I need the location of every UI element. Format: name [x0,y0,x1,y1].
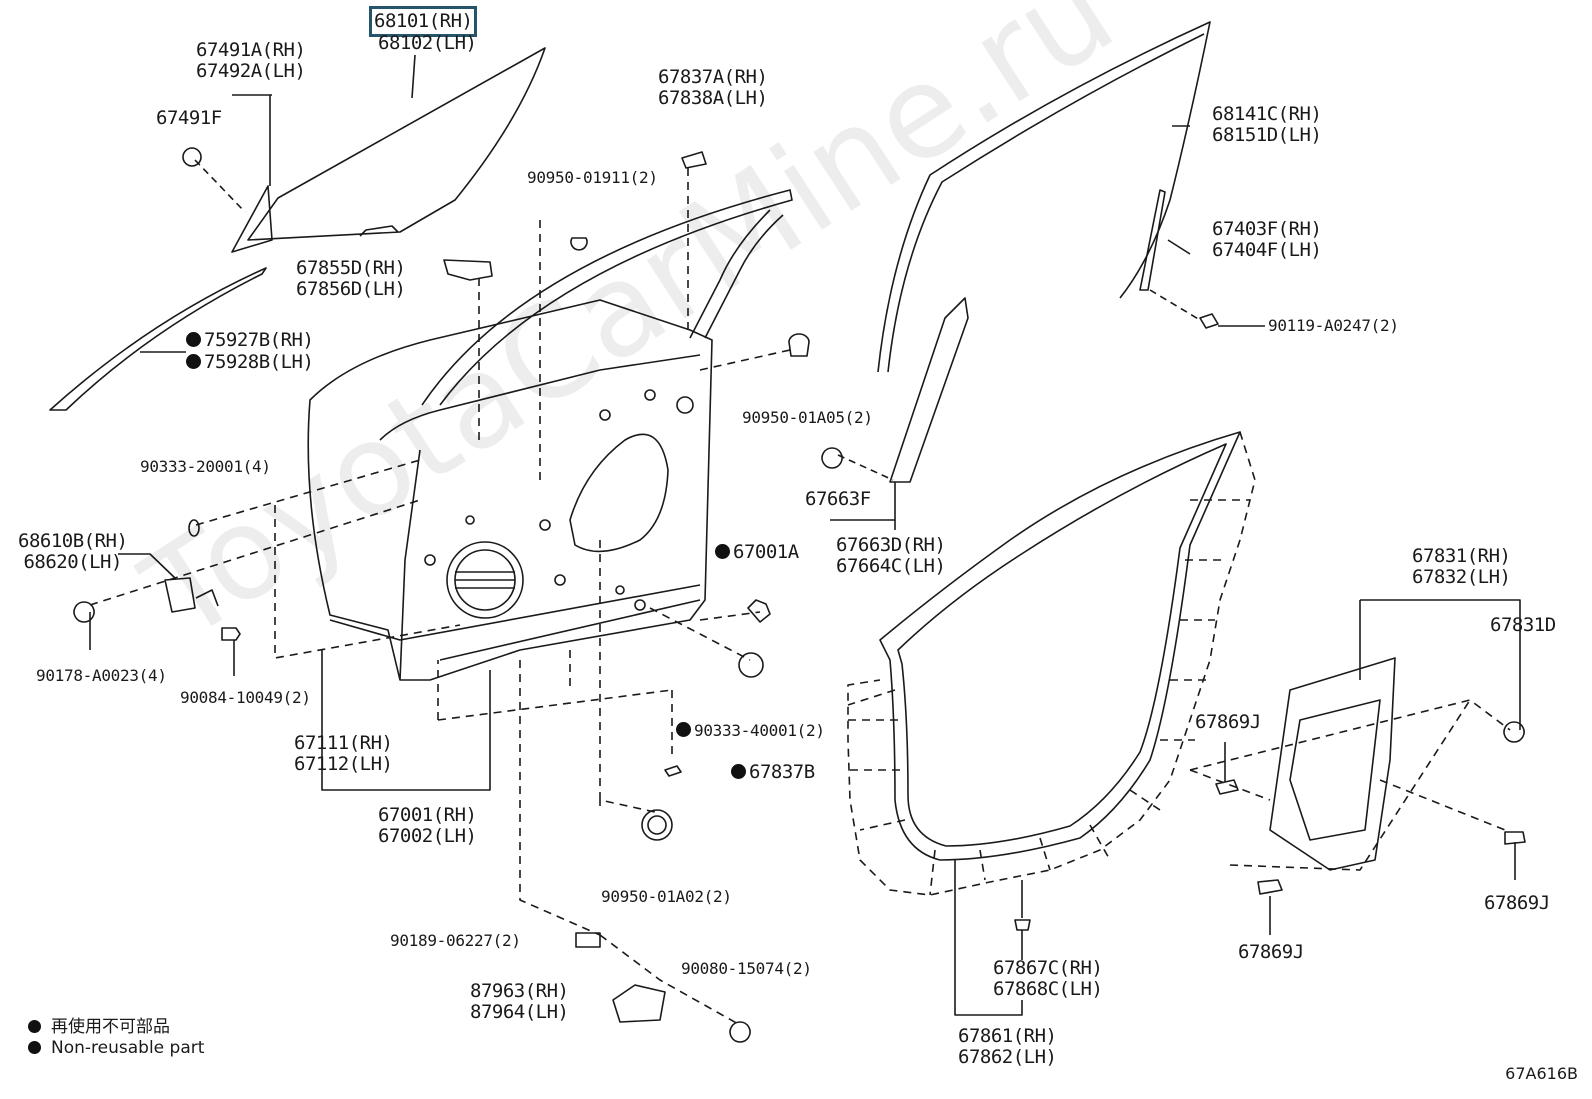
part-label-90950-01a05[interactable]: 90950-01A05(2) [742,408,873,427]
part-label-67001[interactable]: 67001(RH) 67002(LH) [378,804,477,847]
part-label-68102-lh[interactable]: 68102(LH) [378,32,477,54]
belt-moulding [49,267,267,411]
non-reusable-dot-icon [186,332,201,347]
part-label-90950-01a02[interactable]: 90950-01A02(2) [601,887,732,906]
part-label-67001a[interactable]: 67001A [715,542,799,563]
part-label-67869j-bottom[interactable]: 67869J [1238,941,1304,963]
part-label-68141c[interactable]: 68141C(RH) 68151D(LH) [1212,103,1322,146]
part-label-67663f[interactable]: 67663F [805,488,871,510]
non-reusable-dot-icon [676,722,691,737]
part-label-87963[interactable]: 87963(RH) 87964(LH) [470,980,569,1023]
part-label-67831[interactable]: 67831(RH) 67832(LH) [1412,545,1511,588]
part-label-75927b[interactable]: 75927B(RH) [186,330,314,351]
part-label-90080-15074[interactable]: 90080-15074(2) [681,959,812,978]
legend-dot-icon [28,1041,41,1054]
door-panel [307,299,713,681]
run-channel [877,21,1211,373]
part-label-90950-01911[interactable]: 90950-01911(2) [527,168,658,187]
figure-id: 67A616B [1505,1064,1578,1083]
part-label-67837a[interactable]: 67837A(RH) 67838A(LH) [658,66,768,109]
part-label-67111[interactable]: 67111(RH) 67112(LH) [294,732,393,775]
non-reusable-dot-icon [715,544,730,559]
non-reusable-dot-icon [731,764,746,779]
part-label-75928b[interactable]: 75928B(LH) [186,352,314,373]
part-label-67867c[interactable]: 67867C(RH) 67868C(LH) [993,957,1103,1000]
part-label-90084-10049[interactable]: 90084-10049(2) [180,688,311,707]
door-glass [247,47,546,241]
pillar-garnish [889,297,969,483]
part-label-67869j-right[interactable]: 67869J [1484,892,1550,914]
part-label-67855d[interactable]: 67855D(RH) 67856D(LH) [296,257,406,300]
weatherstrip [879,431,1241,861]
part-label-67663d[interactable]: 67663D(RH) 67664C(LH) [836,534,946,577]
part-label-90333-20001[interactable]: 90333-20001(4) [140,457,271,476]
legend-jp: 再使用不可部品 [28,1012,170,1037]
triangle-garnish [231,185,273,253]
part-label-67861[interactable]: 67861(RH) 67862(LH) [958,1025,1057,1068]
part-label-67491a[interactable]: 67491A(RH) 67492A(LH) [196,39,306,82]
part-label-90333-40001[interactable]: 90333-40001(2) [676,722,825,740]
part-label-90189-06227[interactable]: 90189-06227(2) [390,931,521,950]
part-label-68101-rh[interactable]: 68101(RH) [368,6,478,37]
door-frame [421,189,793,406]
part-label-90119-a0247[interactable]: 90119-A0247(2) [1268,316,1399,335]
service-cover [1269,657,1396,871]
part-label-68610b[interactable]: 68610B(RH) 68620(LH) [18,530,128,573]
part-label-67831d[interactable]: 67831D [1490,614,1556,636]
part-label-67869j-top[interactable]: 67869J [1195,711,1261,733]
part-label-90178-a0023[interactable]: 90178-A0023(4) [36,666,167,685]
non-reusable-dot-icon [186,354,201,369]
part-label-67837b[interactable]: 67837B [731,762,815,783]
part-label-67403f[interactable]: 67403F(RH) 67404F(LH) [1212,218,1322,261]
legend-dot-icon [28,1020,41,1033]
part-label-67491f[interactable]: 67491F [156,107,222,129]
legend-en: Non-reusable part [28,1038,204,1058]
